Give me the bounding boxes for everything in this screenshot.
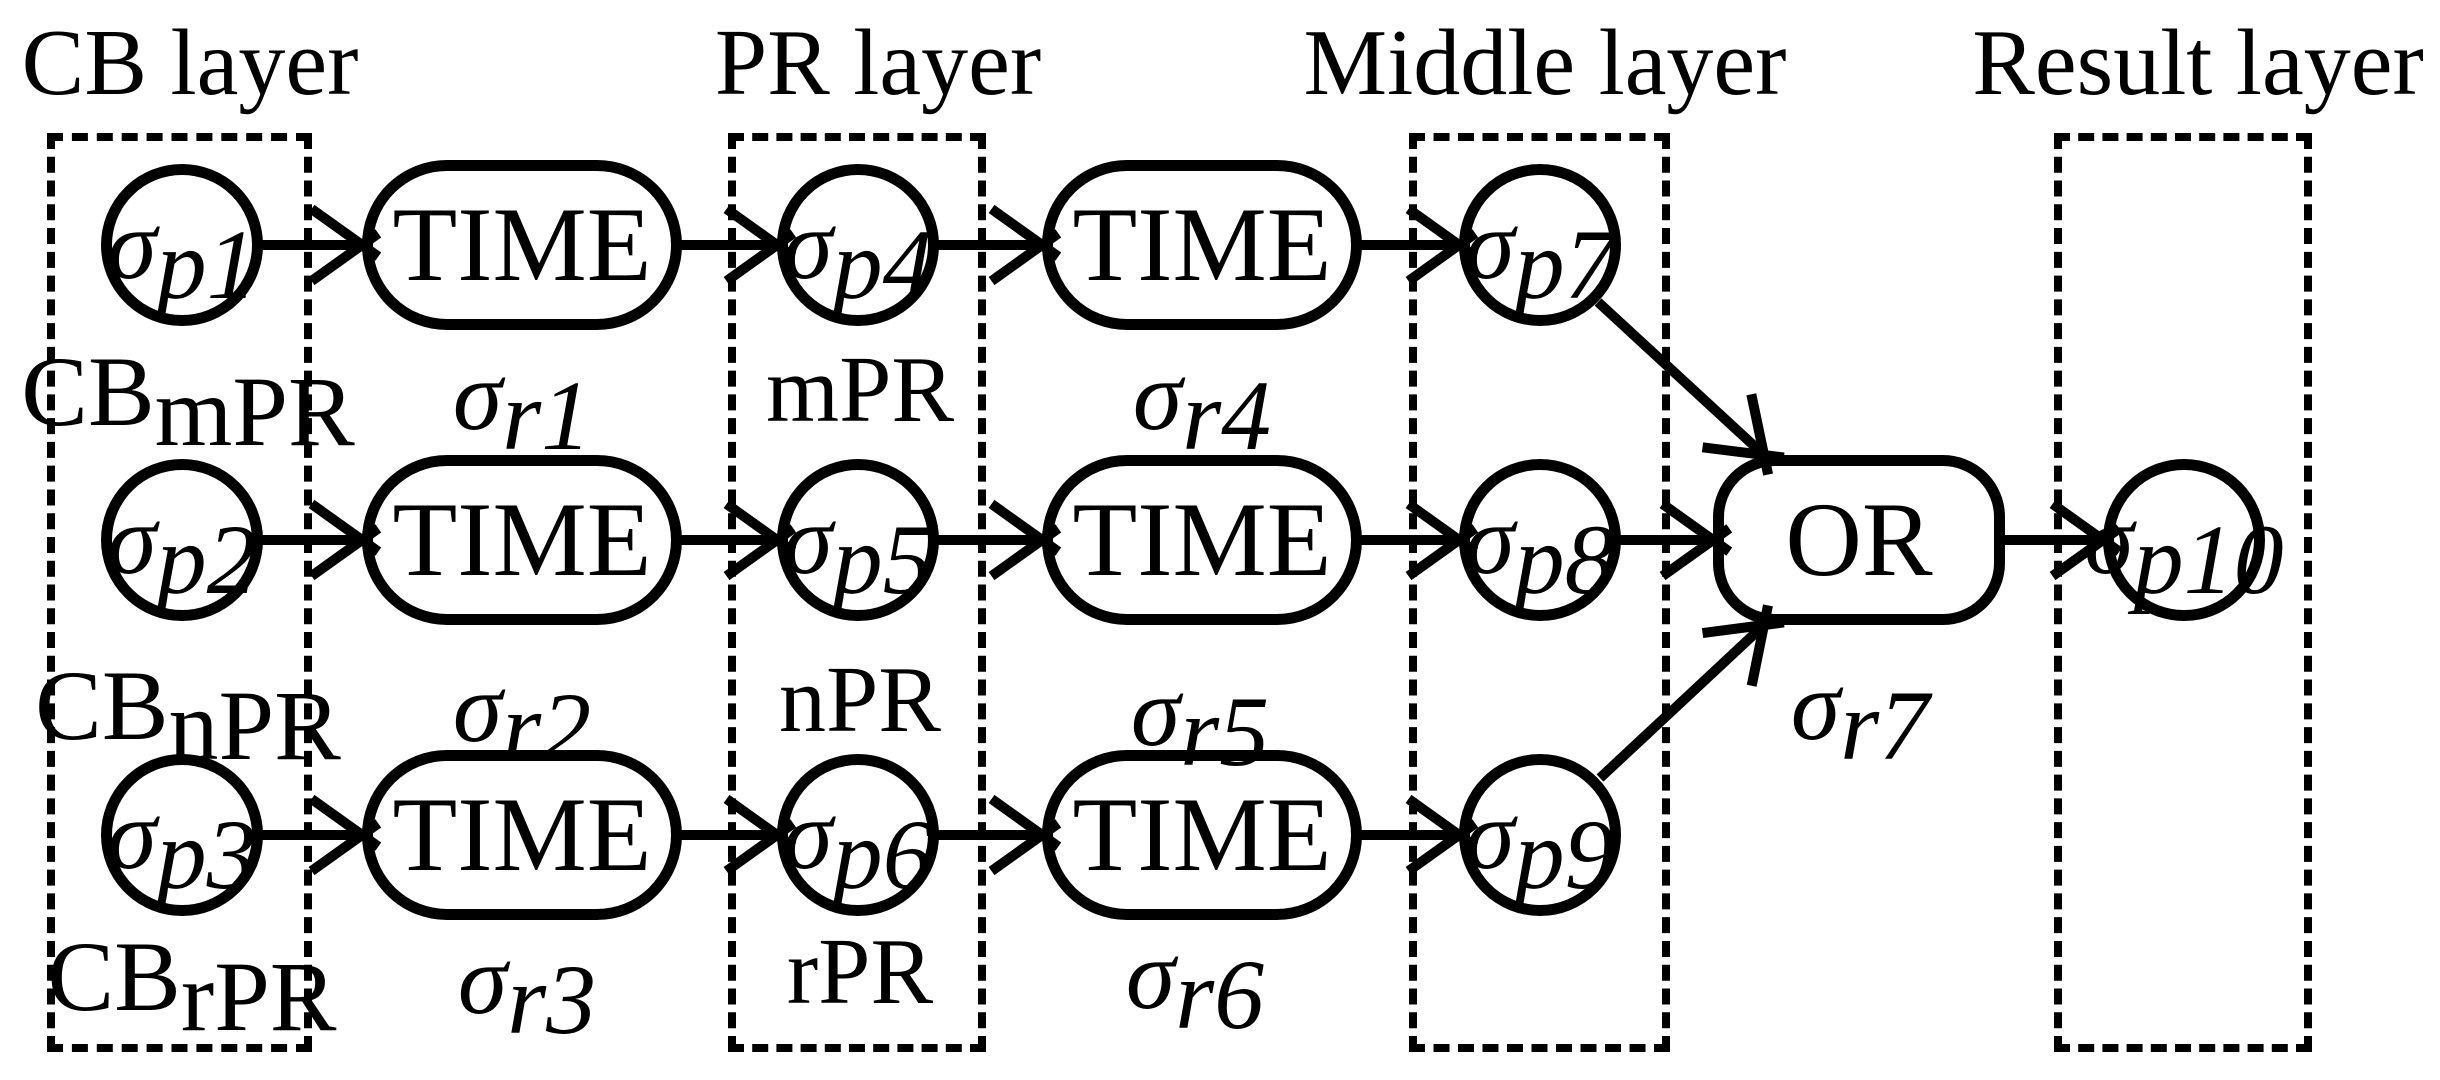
caption-base: σ	[1125, 919, 1176, 1030]
layer-title-result: Result layer	[1972, 11, 2424, 115]
caption-sigma-r6: σr6	[1126, 925, 1264, 1045]
transition-label: TIME	[1072, 186, 1332, 303]
place-label-sub: p6	[832, 799, 933, 910]
transition-label: TIME	[392, 776, 652, 893]
caption-base: CB	[35, 650, 169, 761]
caption-sub: r5	[1180, 676, 1270, 787]
transition-label: OR	[1785, 481, 1933, 598]
transition-label: TIME	[392, 186, 652, 303]
caption-base: σ	[452, 652, 503, 763]
place-label-sub: p2	[156, 504, 257, 615]
caption-base: σ	[1790, 650, 1841, 761]
place-label-sub: p7	[1514, 209, 1615, 320]
place-label-sub: p5	[832, 504, 933, 615]
place-label: σ	[1465, 189, 1515, 300]
transition-time-r5: TIME	[1042, 455, 1362, 625]
place-label: σ	[2084, 484, 2134, 595]
caption-base: σ	[457, 924, 508, 1035]
cb-layer-box	[47, 133, 312, 1052]
caption-sub: r3	[507, 944, 597, 1055]
place-label: σ	[107, 779, 157, 890]
caption-sigma-r3: σr3	[458, 930, 596, 1050]
place-label: σ	[107, 484, 157, 595]
result-layer-box	[2054, 133, 2312, 1052]
place-label-sub: p9	[1514, 799, 1615, 910]
layer-title-cb: CB layer	[21, 11, 359, 115]
caption-sub: nPR	[168, 670, 341, 781]
caption-sub: r2	[502, 672, 592, 783]
place-label-sub: p10	[2133, 504, 2284, 615]
caption-cb-npr: CBnPR	[35, 656, 341, 776]
place-label: σ	[1465, 779, 1515, 890]
transition-label: TIME	[1072, 481, 1332, 598]
caption-sigma-r5: σr5	[1131, 662, 1269, 782]
caption-sigma-r4: σr4	[1133, 346, 1271, 466]
place-label: σ	[107, 189, 157, 300]
caption-cb-rpr: CBrPR	[47, 927, 336, 1047]
caption-sigma-r7: σr7	[1791, 656, 1929, 776]
caption-sigma-r2: σr2	[453, 658, 591, 778]
transition-time-r2: TIME	[362, 455, 682, 625]
caption-base: CB	[47, 921, 181, 1032]
caption-sub: r4	[1182, 360, 1272, 471]
place-label-sub: p3	[156, 799, 257, 910]
caption-rpr: rPR	[786, 920, 934, 1024]
layer-title-middle: Middle layer	[1303, 11, 1787, 115]
caption-sub: mPR	[154, 356, 355, 467]
transition-time-r1: TIME	[362, 160, 682, 330]
caption-base: σ	[1132, 340, 1183, 451]
caption-npr: nPR	[779, 648, 941, 752]
transition-or-r7: OR	[1713, 455, 2005, 625]
place-label-sub: p1	[156, 209, 257, 320]
caption-sigma-r1: σr1	[453, 346, 591, 466]
caption-sub: rPR	[180, 941, 337, 1052]
place-label: σ	[1465, 484, 1515, 595]
place-label-sub: p4	[832, 209, 933, 320]
transition-label: TIME	[392, 481, 652, 598]
caption-sub: r6	[1175, 939, 1265, 1050]
caption-cb-mpr: CBmPR	[21, 342, 355, 462]
place-label-sub: p8	[1514, 504, 1615, 615]
place-label: σ	[783, 484, 833, 595]
pr-layer-box	[728, 133, 986, 1052]
caption-base: σ	[452, 340, 503, 451]
transition-time-r6: TIME	[1042, 750, 1362, 920]
layer-title-pr: PR layer	[714, 11, 1042, 115]
transition-time-r3: TIME	[362, 750, 682, 920]
place-label: σ	[783, 779, 833, 890]
caption-sub: r1	[502, 360, 592, 471]
transition-label: TIME	[1072, 776, 1332, 893]
place-label: σ	[783, 189, 833, 300]
caption-base: σ	[1130, 656, 1181, 767]
middle-layer-box	[1409, 133, 1670, 1052]
caption-base: CB	[21, 336, 155, 447]
caption-mpr: mPR	[765, 338, 955, 442]
transition-time-r4: TIME	[1042, 160, 1362, 330]
caption-sub: r7	[1840, 670, 1930, 781]
